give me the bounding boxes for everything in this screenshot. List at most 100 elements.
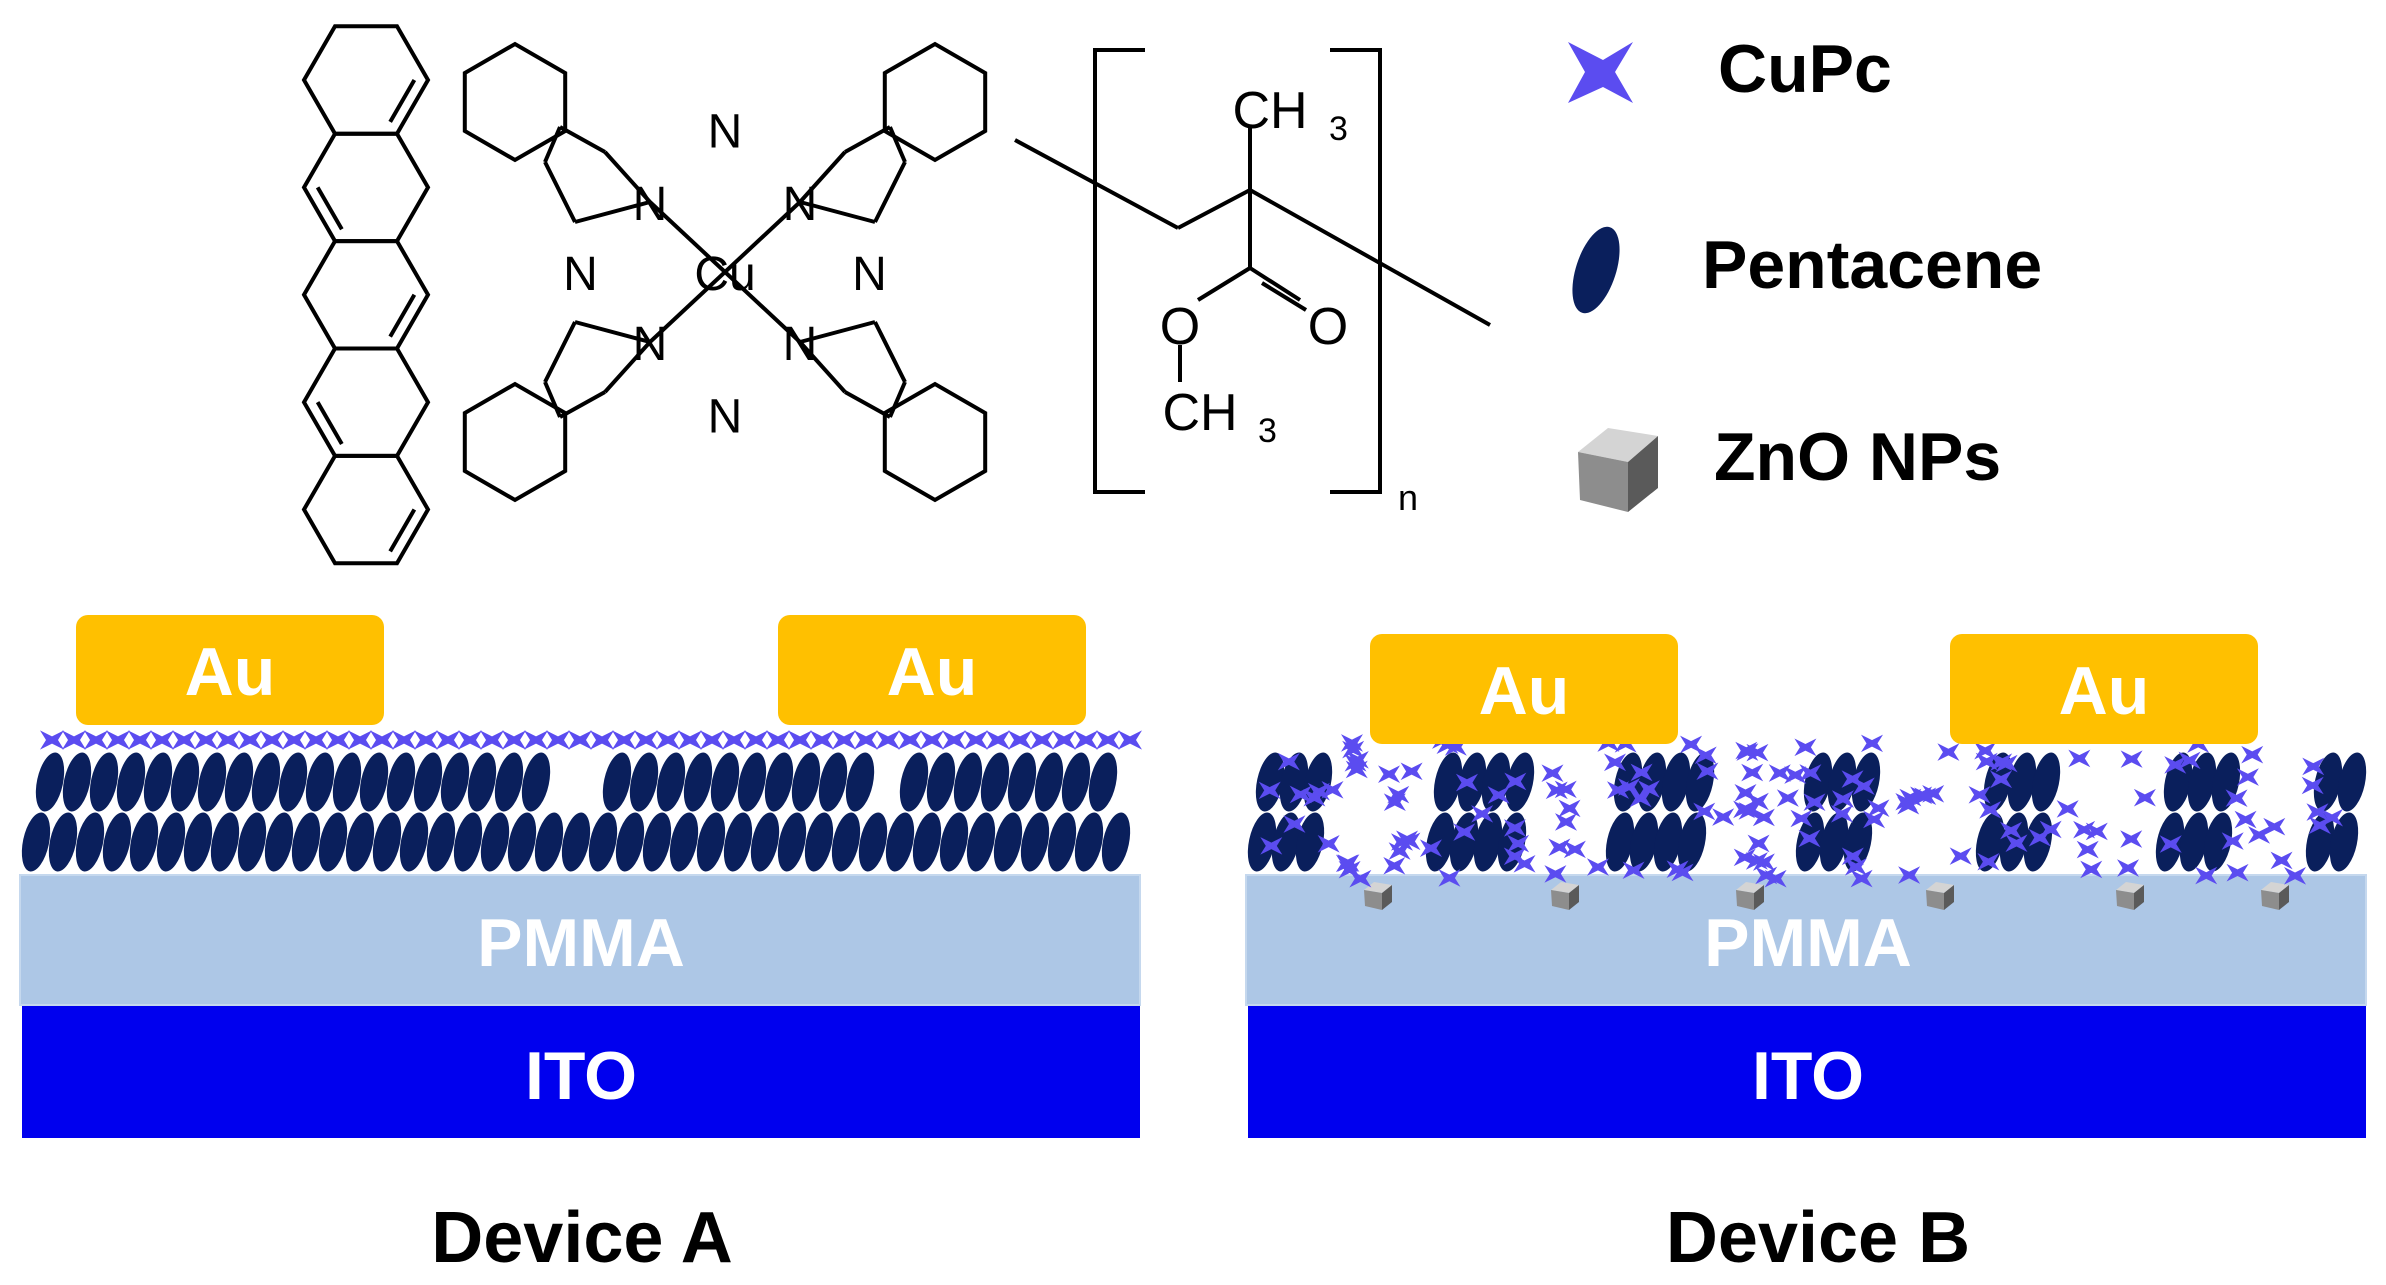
- device-b-pmma-layer: [1245, 874, 2367, 1006]
- cupc-molecule: [1693, 802, 1716, 821]
- pentacene-molecule: [885, 812, 915, 872]
- cupc-molecule: [1283, 815, 1306, 833]
- cupc-molecule: [2195, 866, 2218, 885]
- pentacene-molecule: [831, 812, 861, 872]
- pentacene-molecule: [1677, 812, 1707, 872]
- cupc-molecule: [2133, 788, 2156, 807]
- cupc-molecule: [2000, 821, 2023, 840]
- pentacene-molecule: [588, 812, 618, 872]
- cupc-molecule: [1487, 786, 1510, 804]
- pmma-o-double: O: [1308, 298, 1348, 356]
- pentacene-molecule: [318, 812, 348, 872]
- cupc-molecule: [2068, 749, 2091, 768]
- device-a-ito-label: ITO: [525, 1038, 637, 1114]
- zno-particle: [1736, 890, 1754, 910]
- cupc-bridge-n-label: N: [708, 105, 743, 158]
- device-a-cupc-layer: [40, 730, 1142, 750]
- cupc-molecule: [2120, 750, 2143, 768]
- cupc-molecule: [1453, 823, 1476, 841]
- cupc-molecule: [1617, 778, 1640, 796]
- cupc-molecule: [2226, 863, 2249, 882]
- cupc-n-label: N: [783, 178, 818, 231]
- pentacene-ring: [301, 453, 431, 566]
- pentacene-double-bond: [388, 508, 417, 553]
- cupc-molecule: [766, 730, 790, 750]
- pentacene-molecule: [1473, 812, 1503, 872]
- cupc-molecule: [1503, 819, 1526, 837]
- cupc-molecule: [1503, 847, 1526, 866]
- pentacene-molecule: [1034, 752, 1064, 812]
- cupc-molecule: [722, 730, 746, 750]
- device-b-au-left-label: Au: [1479, 653, 1570, 729]
- pmma-subscript-bottom: 3: [1258, 412, 1277, 450]
- cupc-molecule: [1776, 789, 1799, 807]
- device-b-au-electrode-left: [1370, 634, 1678, 744]
- cupc-molecule: [1096, 730, 1120, 750]
- cupc-molecule: [876, 730, 900, 750]
- cupc-cu-n-bond: [648, 200, 727, 274]
- cupc-bond: [844, 390, 891, 419]
- cupc-molecule: [1666, 860, 1689, 878]
- pmma-subscript-top: 3: [1329, 110, 1348, 148]
- pentacene-molecule: [804, 812, 834, 872]
- cupc-molecule: [1455, 773, 1478, 792]
- legend-cupc-label: CuPc: [1718, 31, 1892, 107]
- device-a-pmma-label: PMMA: [477, 905, 685, 981]
- cupc-molecule: [1831, 790, 1854, 808]
- pentacene-molecule: [2179, 812, 2209, 872]
- pmma-o-single: O: [1160, 298, 1200, 356]
- pentacene-molecule: [278, 752, 308, 812]
- cupc-molecule: [1764, 869, 1787, 888]
- cupc-molecule: [2301, 776, 2324, 795]
- pentacene-molecule: [750, 812, 780, 872]
- pentacene-molecule: [2305, 812, 2335, 872]
- cupc-molecule: [986, 730, 1010, 750]
- cupc-molecule: [1258, 781, 1281, 800]
- pentacene-molecule: [939, 812, 969, 872]
- pentacene-molecule: [1653, 812, 1683, 872]
- device-a: ITO PMMA Au Au Device A: [19, 615, 1142, 1278]
- pentacene-molecule: [1605, 812, 1635, 872]
- cupc-molecule: [392, 730, 416, 750]
- cupc-molecule: [436, 730, 460, 750]
- cupc-bond: [603, 150, 652, 204]
- cupc-molecule: [348, 730, 372, 750]
- star-icon: [1568, 42, 1633, 103]
- cupc-bond: [873, 321, 907, 383]
- cupc-molecule: [1383, 857, 1406, 875]
- pentacene-molecule: [926, 752, 956, 812]
- pentacene-molecule: [2031, 752, 2061, 812]
- cupc-molecule: [480, 730, 504, 750]
- cupc-molecule: [1831, 805, 1854, 823]
- cupc-n-label: N: [783, 318, 818, 371]
- cupc-molecule: [2120, 830, 2143, 848]
- cupc-bond: [543, 321, 577, 383]
- cupc-molecule: [2302, 757, 2325, 776]
- pentacene-ring: [301, 346, 431, 458]
- cupc-molecule: [502, 730, 526, 750]
- cupc-molecule: [1541, 764, 1564, 782]
- pentacene-molecule: [102, 812, 132, 872]
- zno-particle: [1926, 882, 1954, 893]
- cupc-molecule: [1342, 740, 1365, 759]
- cupc-metal-label: Cu: [694, 248, 755, 301]
- pmma-structure: [1014, 48, 1491, 494]
- pentacene-molecule: [642, 812, 672, 872]
- cupc-molecule: [1733, 848, 1756, 867]
- cupc-molecule: [1630, 763, 1653, 782]
- zno-particle: [1736, 882, 1764, 893]
- zno-particle: [2134, 885, 2144, 910]
- device-a-pmma-layer: [19, 874, 1141, 1006]
- device-a-au-right-label: Au: [887, 634, 978, 710]
- pentacene-molecule: [1803, 752, 1833, 812]
- cupc-molecule: [1863, 810, 1886, 829]
- pentacene-molecule: [602, 752, 632, 812]
- cupc-molecule: [2073, 820, 2096, 839]
- cupc-molecule: [2236, 768, 2259, 786]
- cupc-molecule: [2039, 820, 2062, 839]
- pentacene-structure: [301, 24, 431, 566]
- cupc-molecule: [1030, 730, 1054, 750]
- pentacene-molecule: [953, 752, 983, 812]
- pentacene-molecule: [764, 752, 794, 812]
- cupc-molecule: [1387, 785, 1410, 804]
